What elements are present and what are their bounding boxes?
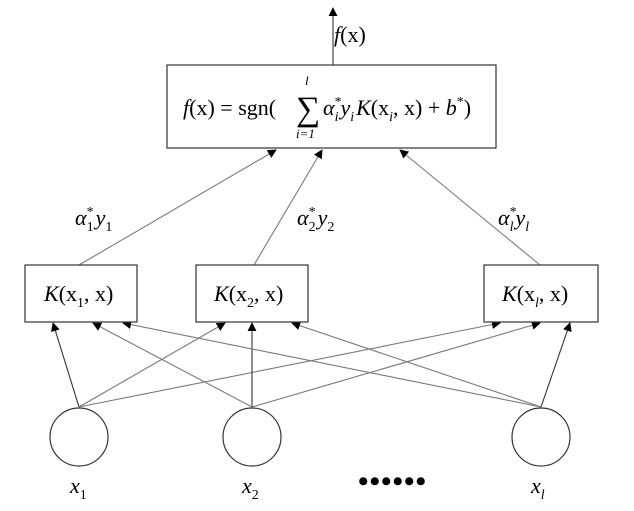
weight-connection-l bbox=[399, 149, 541, 266]
kernel-box-l bbox=[483, 264, 599, 323]
weight-connection-1 bbox=[78, 149, 277, 266]
ellipsis: •••••• bbox=[358, 465, 427, 498]
kernel-label-2: K(x2, x) bbox=[213, 281, 283, 311]
conn-x2-kl bbox=[251, 320, 541, 408]
weight-connection-2 bbox=[253, 149, 323, 266]
input-kernel-connections bbox=[51, 320, 572, 408]
input-node-l bbox=[511, 407, 571, 467]
conn-xl-k1 bbox=[122, 320, 542, 408]
sum-lower-limit: i=1 bbox=[296, 126, 315, 141]
conn-xl-kl bbox=[540, 322, 572, 408]
conn-xl-k2 bbox=[291, 321, 542, 408]
conn-x1-k2 bbox=[78, 322, 226, 408]
kernel-box-2 bbox=[195, 264, 309, 323]
sum-upper-limit: l bbox=[305, 73, 309, 88]
input-node-2 bbox=[222, 407, 282, 467]
input-label-2: x2 bbox=[241, 473, 259, 503]
input-node-1 bbox=[49, 407, 109, 467]
kernel-label-1: K(x1, x) bbox=[43, 281, 113, 311]
conn-x2-k1 bbox=[92, 322, 253, 408]
decision-function-terms: α*iyiK(xi, x) + b*) bbox=[323, 95, 471, 125]
weight-label-l: α*lyl bbox=[498, 205, 529, 235]
weight-label-1: α*1y1 bbox=[75, 205, 112, 235]
sum-symbol: ∑ bbox=[296, 91, 320, 128]
conn-x1-k1 bbox=[51, 322, 80, 408]
kernel-label-l: K(xl, x) bbox=[501, 281, 568, 311]
input-label-l: xl bbox=[530, 473, 545, 503]
decision-function-box bbox=[166, 64, 497, 149]
decision-function-formula: f(x) = sgn( bbox=[183, 95, 276, 120]
conn-x1-kl bbox=[78, 320, 501, 408]
kernel-box-1 bbox=[24, 264, 138, 323]
output-label: f(x) bbox=[334, 22, 366, 47]
weight-label-2: α*2y2 bbox=[297, 205, 334, 235]
input-label-1: x1 bbox=[69, 473, 87, 503]
